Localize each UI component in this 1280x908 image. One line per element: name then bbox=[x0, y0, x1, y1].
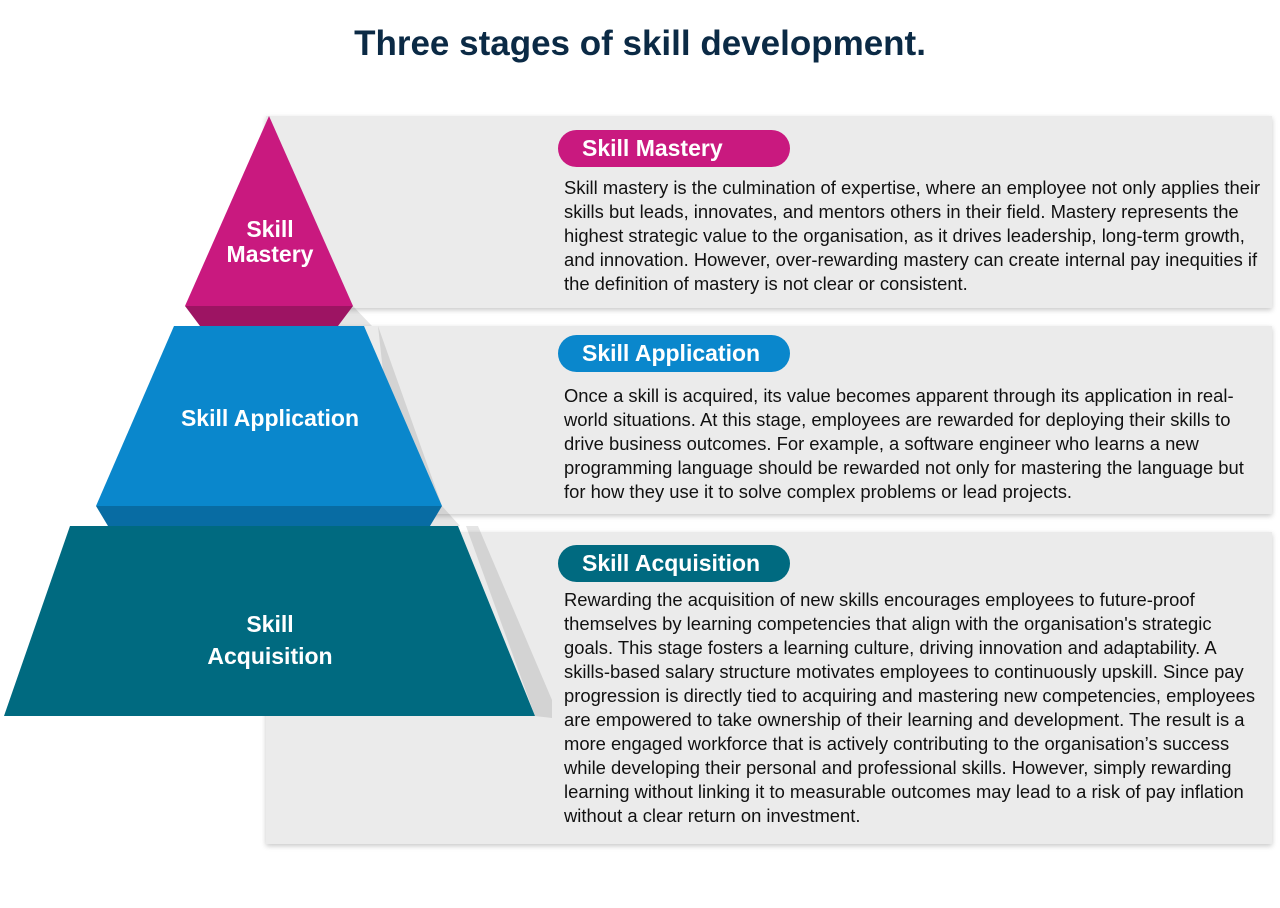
mastery-tier-bevel bbox=[185, 306, 353, 326]
acquisition-pill: Skill Acquisition bbox=[558, 545, 790, 582]
mastery-pill: Skill Mastery bbox=[558, 130, 790, 167]
application-description: Once a skill is acquired, its value beco… bbox=[564, 385, 1244, 502]
page-title: Three stages of skill development. bbox=[354, 24, 926, 63]
mastery-description: Skill mastery is the culmination of expe… bbox=[564, 177, 1261, 294]
pyramid-diagram bbox=[4, 116, 552, 718]
acquisition-shadow bbox=[466, 526, 552, 718]
application-tier-label: Skill Application bbox=[180, 405, 360, 431]
application-tier-bevel bbox=[96, 506, 442, 526]
mastery-tier-shape bbox=[185, 116, 353, 306]
application-tier-shape bbox=[96, 326, 442, 506]
acquisition-tier-label: Skill Acquisition bbox=[207, 611, 333, 669]
application-pill: Skill Application bbox=[558, 335, 790, 372]
acquisition-tier-shape bbox=[4, 526, 535, 716]
acquisition-description: Rewarding the acquisition of new skills … bbox=[564, 589, 1256, 826]
mastery-tier-label: Skill Mastery bbox=[226, 216, 314, 267]
